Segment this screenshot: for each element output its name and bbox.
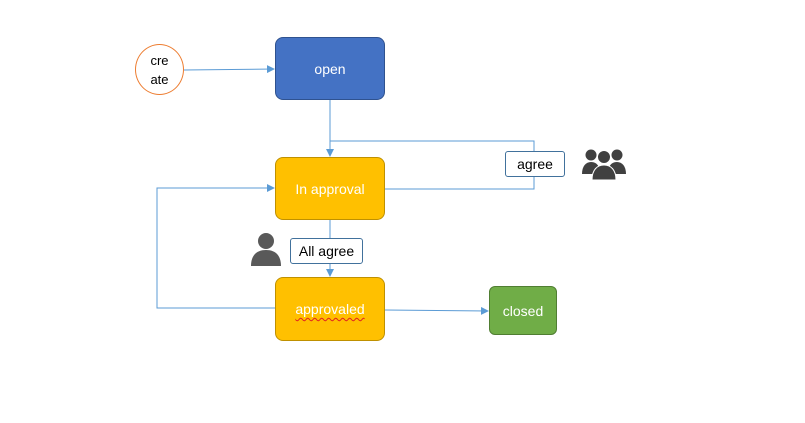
in-approval-node-label: In approval <box>295 180 365 197</box>
approvaled-node-label: approvaled <box>295 301 365 317</box>
closed-node-label: closed <box>502 302 544 319</box>
user-icon <box>251 233 281 266</box>
in-approval-node[interactable]: In approval <box>275 157 385 220</box>
open-node-label: open <box>314 60 346 77</box>
closed-node[interactable]: closed <box>489 286 557 335</box>
create-node[interactable]: cre ate <box>135 44 184 95</box>
edge-approvaled-loop-back <box>156 184 275 309</box>
edge-create-to-open <box>183 65 275 74</box>
all-agree-edge-label[interactable]: All agree <box>290 238 363 264</box>
agree-edge-label-text: agree <box>517 156 553 172</box>
agree-edge-label[interactable]: agree <box>505 151 565 177</box>
users-group-icon <box>582 149 626 181</box>
all-agree-edge-label-text: All agree <box>298 243 355 259</box>
open-node[interactable]: open <box>275 37 385 100</box>
create-node-line2: ate <box>150 71 169 87</box>
approvaled-node[interactable]: approvaled <box>275 277 385 341</box>
edge-approvaled-to-closed <box>384 306 489 315</box>
create-node-line1: cre <box>150 52 169 68</box>
